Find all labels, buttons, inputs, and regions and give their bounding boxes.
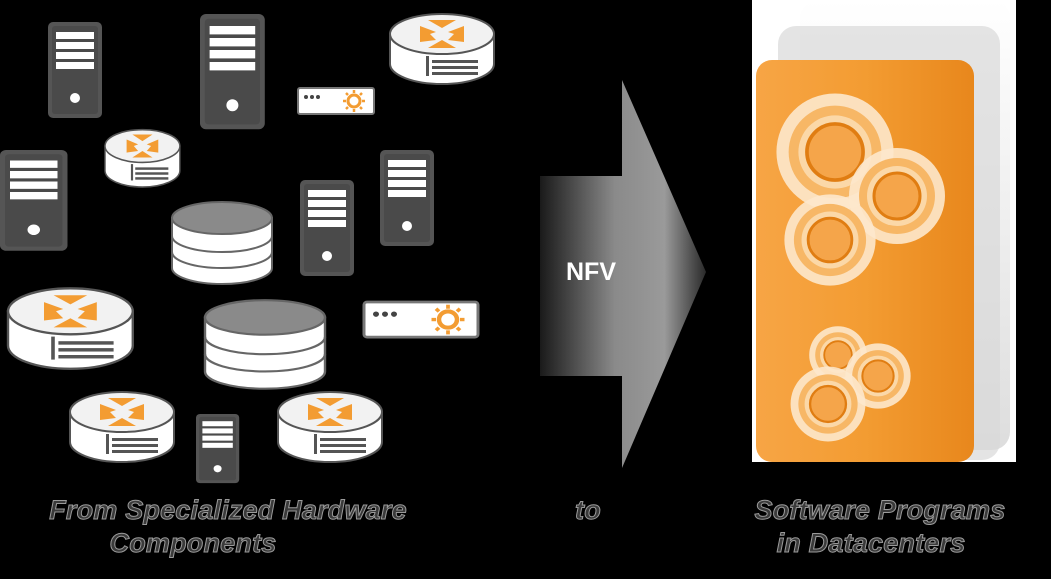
network-appliance-icon (296, 86, 376, 116)
right-caption-line1: Software Programs (754, 495, 1006, 526)
router-icon (6, 287, 135, 370)
datacenter-panel (752, 0, 1016, 462)
tower-server-icon (380, 150, 434, 246)
tower-server-icon (196, 414, 240, 484)
network-appliance-icon (364, 302, 478, 337)
nfv-arrow (540, 80, 706, 468)
tower-server-icon (0, 150, 68, 251)
tower-server-icon (300, 180, 354, 276)
hardware-components-group (0, 13, 495, 484)
tower-server-icon (200, 14, 265, 130)
storage-icon (171, 201, 273, 285)
left-caption-line1: From Specialized Hardware (49, 495, 407, 526)
middle-caption: to (575, 495, 602, 526)
left-caption: From Specialized Hardware Components (18, 494, 438, 560)
left-caption-line2: Components (109, 528, 277, 559)
tower-server-icon (48, 22, 102, 118)
right-caption-line2: in Datacenters (776, 528, 966, 559)
router-icon (104, 128, 181, 188)
storage-icon (203, 298, 327, 390)
router-icon (389, 13, 495, 85)
right-caption: Software Programs in Datacenters (730, 494, 1030, 560)
nfv-arrow-label: NFV (566, 258, 616, 286)
router-icon (69, 391, 175, 463)
vm-bubble-icon (782, 192, 878, 288)
vm-bubble-icon (789, 365, 867, 443)
router-icon (277, 391, 383, 463)
